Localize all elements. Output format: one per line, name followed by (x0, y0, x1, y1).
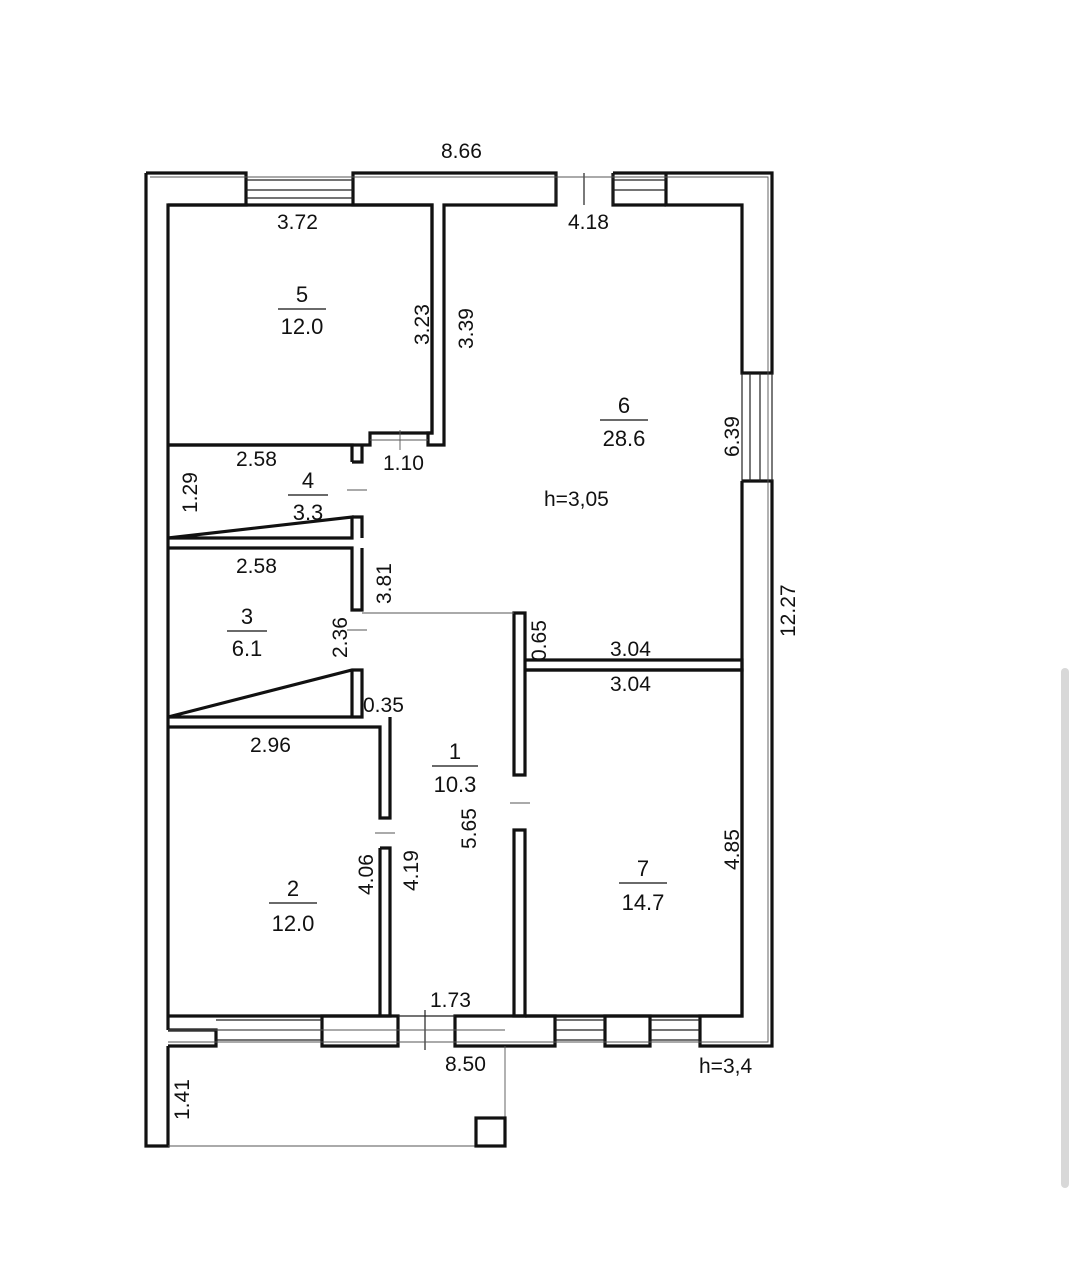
dimension-lines (150, 176, 769, 1147)
dimension-labels: 8.66 3.72 4.18 3.23 3.39 6.39 2.58 1.10 … (171, 140, 800, 1120)
dim-room2-height-b: 4.19 (400, 850, 423, 891)
room-area: 28.6 (603, 426, 646, 451)
room-number: 4 (302, 468, 314, 493)
dim-room4-height: 1.29 (179, 472, 202, 513)
dim-room6-width: 4.18 (568, 211, 609, 234)
dim-room7-top: 3.04 (610, 673, 651, 696)
dim-hall-bottom: 1.73 (430, 989, 471, 1012)
room-number: 7 (637, 856, 649, 881)
porch-column (474, 1116, 507, 1148)
dim-room3-height: 2.36 (329, 617, 352, 658)
dim-wall-0-65: 0.65 (528, 620, 551, 661)
room-3-label: 3 6.1 (227, 604, 267, 661)
dim-room2-width: 2.96 (250, 734, 291, 757)
room-area: 10.3 (434, 772, 477, 797)
room-7-label: 7 14.7 (619, 856, 667, 915)
dim-room4-width: 2.58 (236, 448, 277, 471)
dim-room2-height-a: 4.06 (355, 854, 378, 895)
room-6-label: 6 28.6 (600, 393, 648, 451)
dim-room3-width: 2.58 (236, 555, 277, 578)
room-5-label: 5 12.0 (278, 282, 326, 339)
dim-door-1-10: 1.10 (383, 452, 424, 475)
dim-outer-right: 12.27 (777, 584, 800, 637)
room-number: 3 (241, 604, 253, 629)
exterior-height-label: h=3,4 (699, 1055, 752, 1078)
dim-outer-bottom: 8.50 (445, 1053, 486, 1076)
room-2-label: 2 12.0 (269, 876, 317, 936)
room-number: 1 (449, 739, 461, 764)
windows (216, 173, 773, 1050)
dim-room5-height-a: 3.23 (411, 304, 434, 345)
interior-height-label: h=3,05 (544, 488, 609, 511)
vertical-scrollbar[interactable] (1061, 668, 1069, 1188)
interior-walls (167, 203, 744, 1018)
room-number: 2 (287, 876, 299, 901)
dim-room5-width: 3.72 (277, 211, 318, 234)
dim-porch: 1.41 (171, 1079, 194, 1120)
room-4-label: 4 3.3 (288, 468, 328, 525)
room-area: 14.7 (622, 890, 665, 915)
dim-room6-height: 6.39 (721, 416, 744, 457)
dim-room7-height: 4.85 (721, 829, 744, 870)
room-area: 3.3 (293, 500, 324, 525)
dim-gap-0-35: 0.35 (363, 694, 404, 717)
room-area: 6.1 (232, 636, 263, 661)
room-area: 12.0 (281, 314, 324, 339)
dim-room5-height-b: 3.39 (455, 308, 478, 349)
room-number: 5 (296, 282, 308, 307)
room-1-label: 1 10.3 (432, 739, 478, 797)
dim-hall-3-81: 3.81 (373, 563, 396, 604)
dim-outer-top: 8.66 (441, 140, 482, 163)
room-labels: 5 12.0 6 28.6 4 3.3 3 6.1 1 10.3 2 12.0 (227, 282, 667, 936)
dim-hall-length: 5.65 (458, 808, 481, 849)
dim-room6-bottom: 3.04 (610, 638, 651, 661)
room-number: 6 (618, 393, 630, 418)
room-area: 12.0 (272, 911, 315, 936)
